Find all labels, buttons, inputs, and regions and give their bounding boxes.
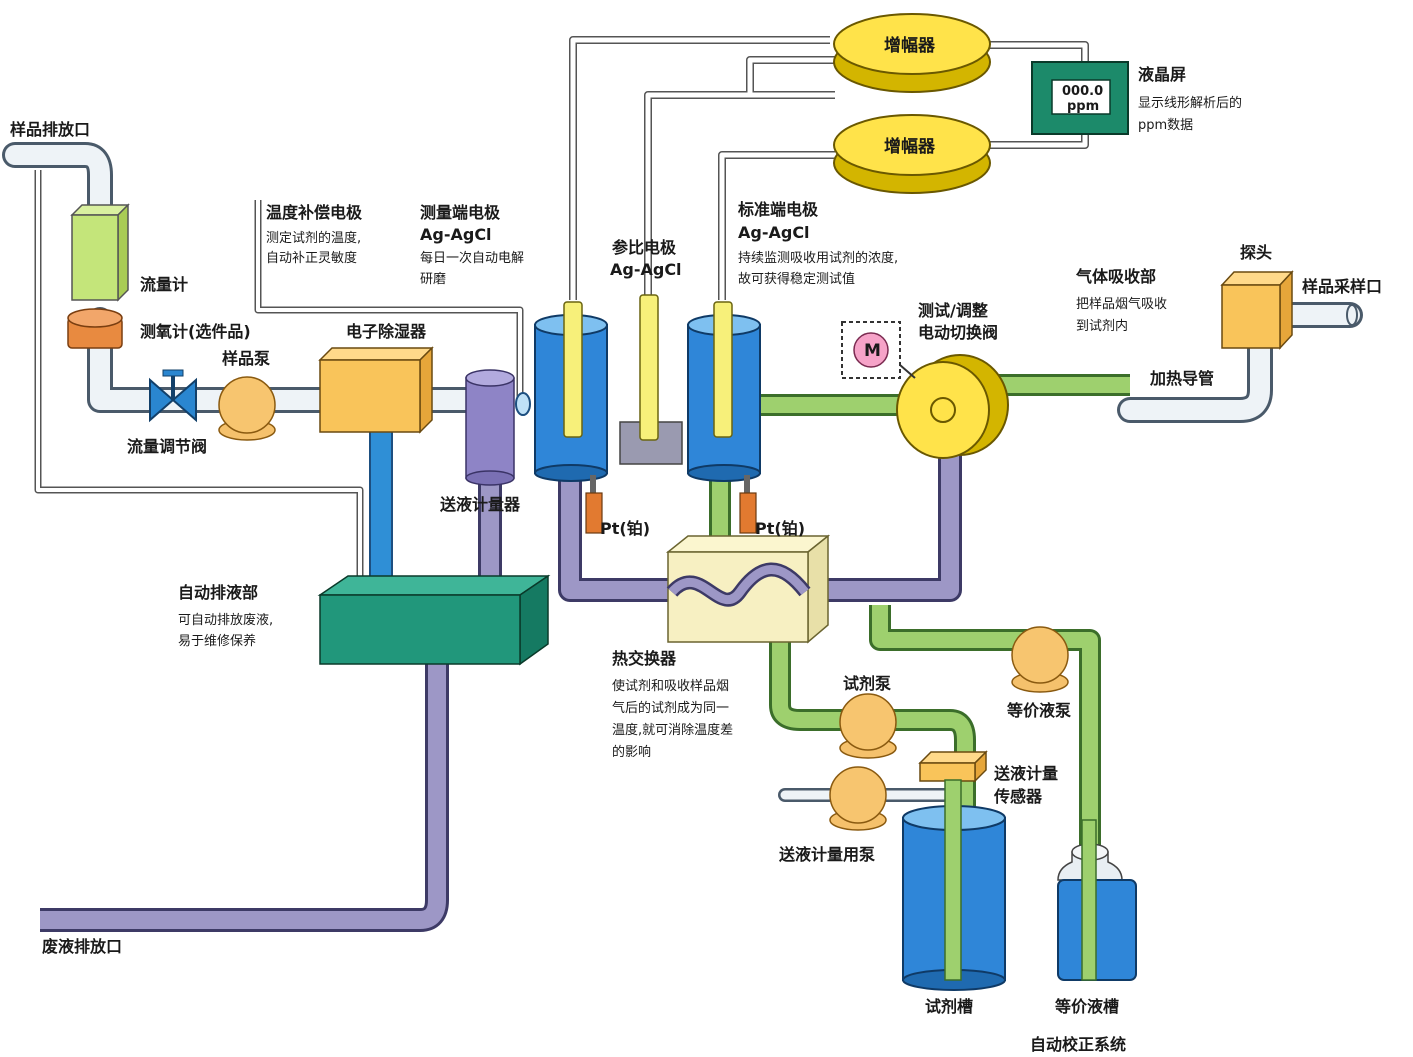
label-hx-desc1: 使试剂和吸收样品烟 xyxy=(612,678,729,694)
label-auto-drain: 自动排液部 xyxy=(178,583,258,602)
label-measure-desc1: 每日一次自动电解 xyxy=(420,250,524,266)
label-temp-desc2: 自动补正灵敏度 xyxy=(266,250,357,266)
label-flow-valve: 流量调节阀 xyxy=(127,437,207,456)
lcd-unit: ppm xyxy=(1067,99,1099,114)
label-lcd-desc1: 显示线形解析后的 xyxy=(1138,95,1242,111)
heat-exchanger xyxy=(668,536,828,642)
label-switch-valve2: 电动切换阀 xyxy=(918,323,998,342)
label-equiv-tank: 等价液槽 xyxy=(1054,997,1119,1016)
dehumidifier xyxy=(320,348,432,432)
label-lcd-title: 液晶屏 xyxy=(1138,65,1186,84)
label-reference-agcl: Ag-AgCl xyxy=(610,260,682,279)
label-measure-desc2: 研磨 xyxy=(420,272,446,287)
label-sample-pump: 样品泵 xyxy=(222,349,270,368)
equivalent-liquid-pump xyxy=(1012,627,1068,692)
label-flow-sensor1: 送液计量 xyxy=(993,764,1058,783)
auto-drain xyxy=(320,576,548,664)
label-gas-absorption: 气体吸收部 xyxy=(1075,267,1156,286)
label-metering-pump: 送液计量用泵 xyxy=(778,845,875,864)
label-hx-desc3: 温度,就可消除温度差 xyxy=(612,722,733,738)
measuring-cell-left xyxy=(535,302,607,481)
reference-electrode xyxy=(620,295,682,464)
label-lcd-desc2: ppm数据 xyxy=(1138,118,1193,133)
motor-letter: M xyxy=(864,341,881,361)
flowmeter xyxy=(72,205,128,300)
label-pt-left: Pt(铂) xyxy=(600,519,650,538)
measuring-cell-right xyxy=(688,302,760,481)
label-measure-agcl: Ag-AgCl xyxy=(420,225,492,244)
pipe-coupling xyxy=(516,393,530,415)
label-pt-right: Pt(铂) xyxy=(755,519,805,538)
label-standard-electrode: 标准端电极 xyxy=(737,200,819,219)
label-measure-electrode: 测量端电极 xyxy=(420,203,501,222)
reagent-pump xyxy=(840,694,896,758)
label-flow-sensor2: 传感器 xyxy=(993,787,1043,806)
pt-sensor-right xyxy=(740,475,756,533)
label-amplifier-lower: 增幅器 xyxy=(884,136,936,157)
label-sample-inlet: 样品采样口 xyxy=(1302,277,1382,296)
liquid-meter xyxy=(466,370,514,485)
switching-valve xyxy=(897,355,1008,458)
label-waste-outlet: 废液排放口 xyxy=(42,937,122,956)
lcd-value: 000.0 xyxy=(1062,84,1103,99)
label-probe: 探头 xyxy=(1240,243,1272,262)
label-temp-electrode: 温度补偿电极 xyxy=(265,203,363,222)
label-standard-desc1: 持续监测吸收用试剂的浓度, xyxy=(738,250,898,266)
label-reference-electrode: 参比电极 xyxy=(612,238,677,257)
oxygen-meter xyxy=(68,309,122,348)
label-heat-exchanger: 热交换器 xyxy=(612,649,677,668)
label-gas-desc1: 把样品烟气吸收 xyxy=(1076,296,1167,312)
label-temp-desc1: 测定试剂的温度, xyxy=(266,230,361,246)
label-reagent-pump: 试剂泵 xyxy=(843,674,891,693)
reagent-tank xyxy=(903,780,1005,990)
label-heated-pipe: 加热导管 xyxy=(1149,369,1214,388)
label-standard-agcl: Ag-AgCl xyxy=(738,223,810,242)
label-standard-desc2: 故可获得稳定测试值 xyxy=(738,271,855,287)
sample-pump xyxy=(219,377,275,440)
label-equiv-pump: 等价液泵 xyxy=(1006,701,1071,720)
equivalent-liquid-tank xyxy=(1058,820,1136,980)
label-amplifier-upper: 增幅器 xyxy=(884,35,936,56)
label-hx-desc2: 气后的试剂成为同一 xyxy=(612,700,729,716)
label-flowmeter: 流量计 xyxy=(140,275,188,294)
label-auto-calib: 自动校正系统 xyxy=(1030,1035,1126,1054)
label-reagent-tank: 试剂槽 xyxy=(925,997,973,1016)
label-drain-desc2: 易于维修保养 xyxy=(178,633,256,649)
label-gas-desc2: 到试剂内 xyxy=(1076,318,1128,334)
label-drain-desc1: 可自动排放废液, xyxy=(178,612,273,628)
label-hx-desc4: 的影响 xyxy=(612,744,651,760)
label-oxygen-meter: 测氧计(选件品) xyxy=(140,322,251,341)
label-switch-valve1: 测试/调整 xyxy=(918,301,988,320)
label-liquid-meter: 送液计量器 xyxy=(439,495,521,514)
flow-sensor xyxy=(920,752,986,781)
probe xyxy=(1222,272,1292,348)
label-dehumidifier: 电子除湿器 xyxy=(346,322,427,341)
label-sample-exhaust: 样品排放口 xyxy=(10,120,90,139)
metering-pump xyxy=(830,767,886,830)
